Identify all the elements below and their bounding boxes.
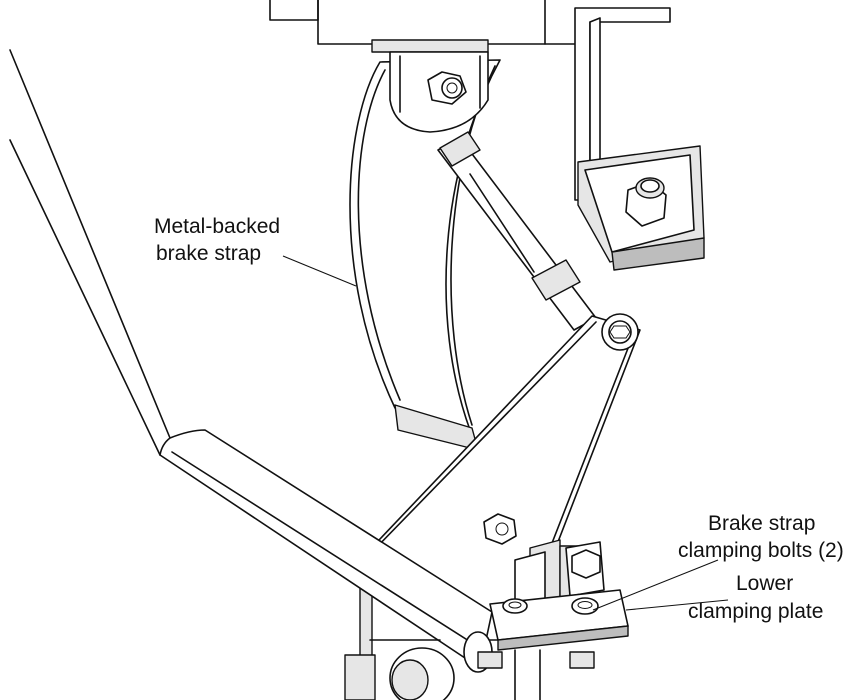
callout-plate-line1: Lower xyxy=(736,572,793,595)
callout-brake-strap: Metal-backed brake strap xyxy=(154,215,357,287)
clamping-bolt-1 xyxy=(502,598,528,614)
leader-clamping-bolts xyxy=(592,559,719,611)
leader-lower-clamping-plate xyxy=(625,599,729,611)
lower-clamping-plate xyxy=(477,589,629,700)
upper-pivot-nut xyxy=(427,71,467,105)
handle-rod xyxy=(9,49,493,673)
adjuster-rod xyxy=(437,131,597,331)
callout-strap-line2: brake strap xyxy=(156,242,261,265)
leader-brake-strap xyxy=(282,255,357,287)
upper-housing xyxy=(269,0,576,45)
lower-pivot-knob xyxy=(344,639,455,700)
callout-plate-line2: clamping plate xyxy=(688,600,823,623)
callout-bolts-line2: clamping bolts (2) xyxy=(678,539,844,562)
lever-pivot-bolt xyxy=(601,313,639,351)
callout-bolts-line1: Brake strap xyxy=(708,512,815,535)
upper-clevis xyxy=(371,39,489,133)
lever-mid-nut xyxy=(483,513,517,545)
bracket-nut xyxy=(625,177,667,227)
right-bracket xyxy=(574,7,705,271)
callout-strap-line1: Metal-backed xyxy=(154,215,280,238)
callout-clamping-bolts: Brake strap clamping bolts (2) xyxy=(592,512,844,611)
callout-lower-clamping-plate: Lower clamping plate xyxy=(625,572,823,623)
clamping-bolt-2 xyxy=(571,597,599,615)
